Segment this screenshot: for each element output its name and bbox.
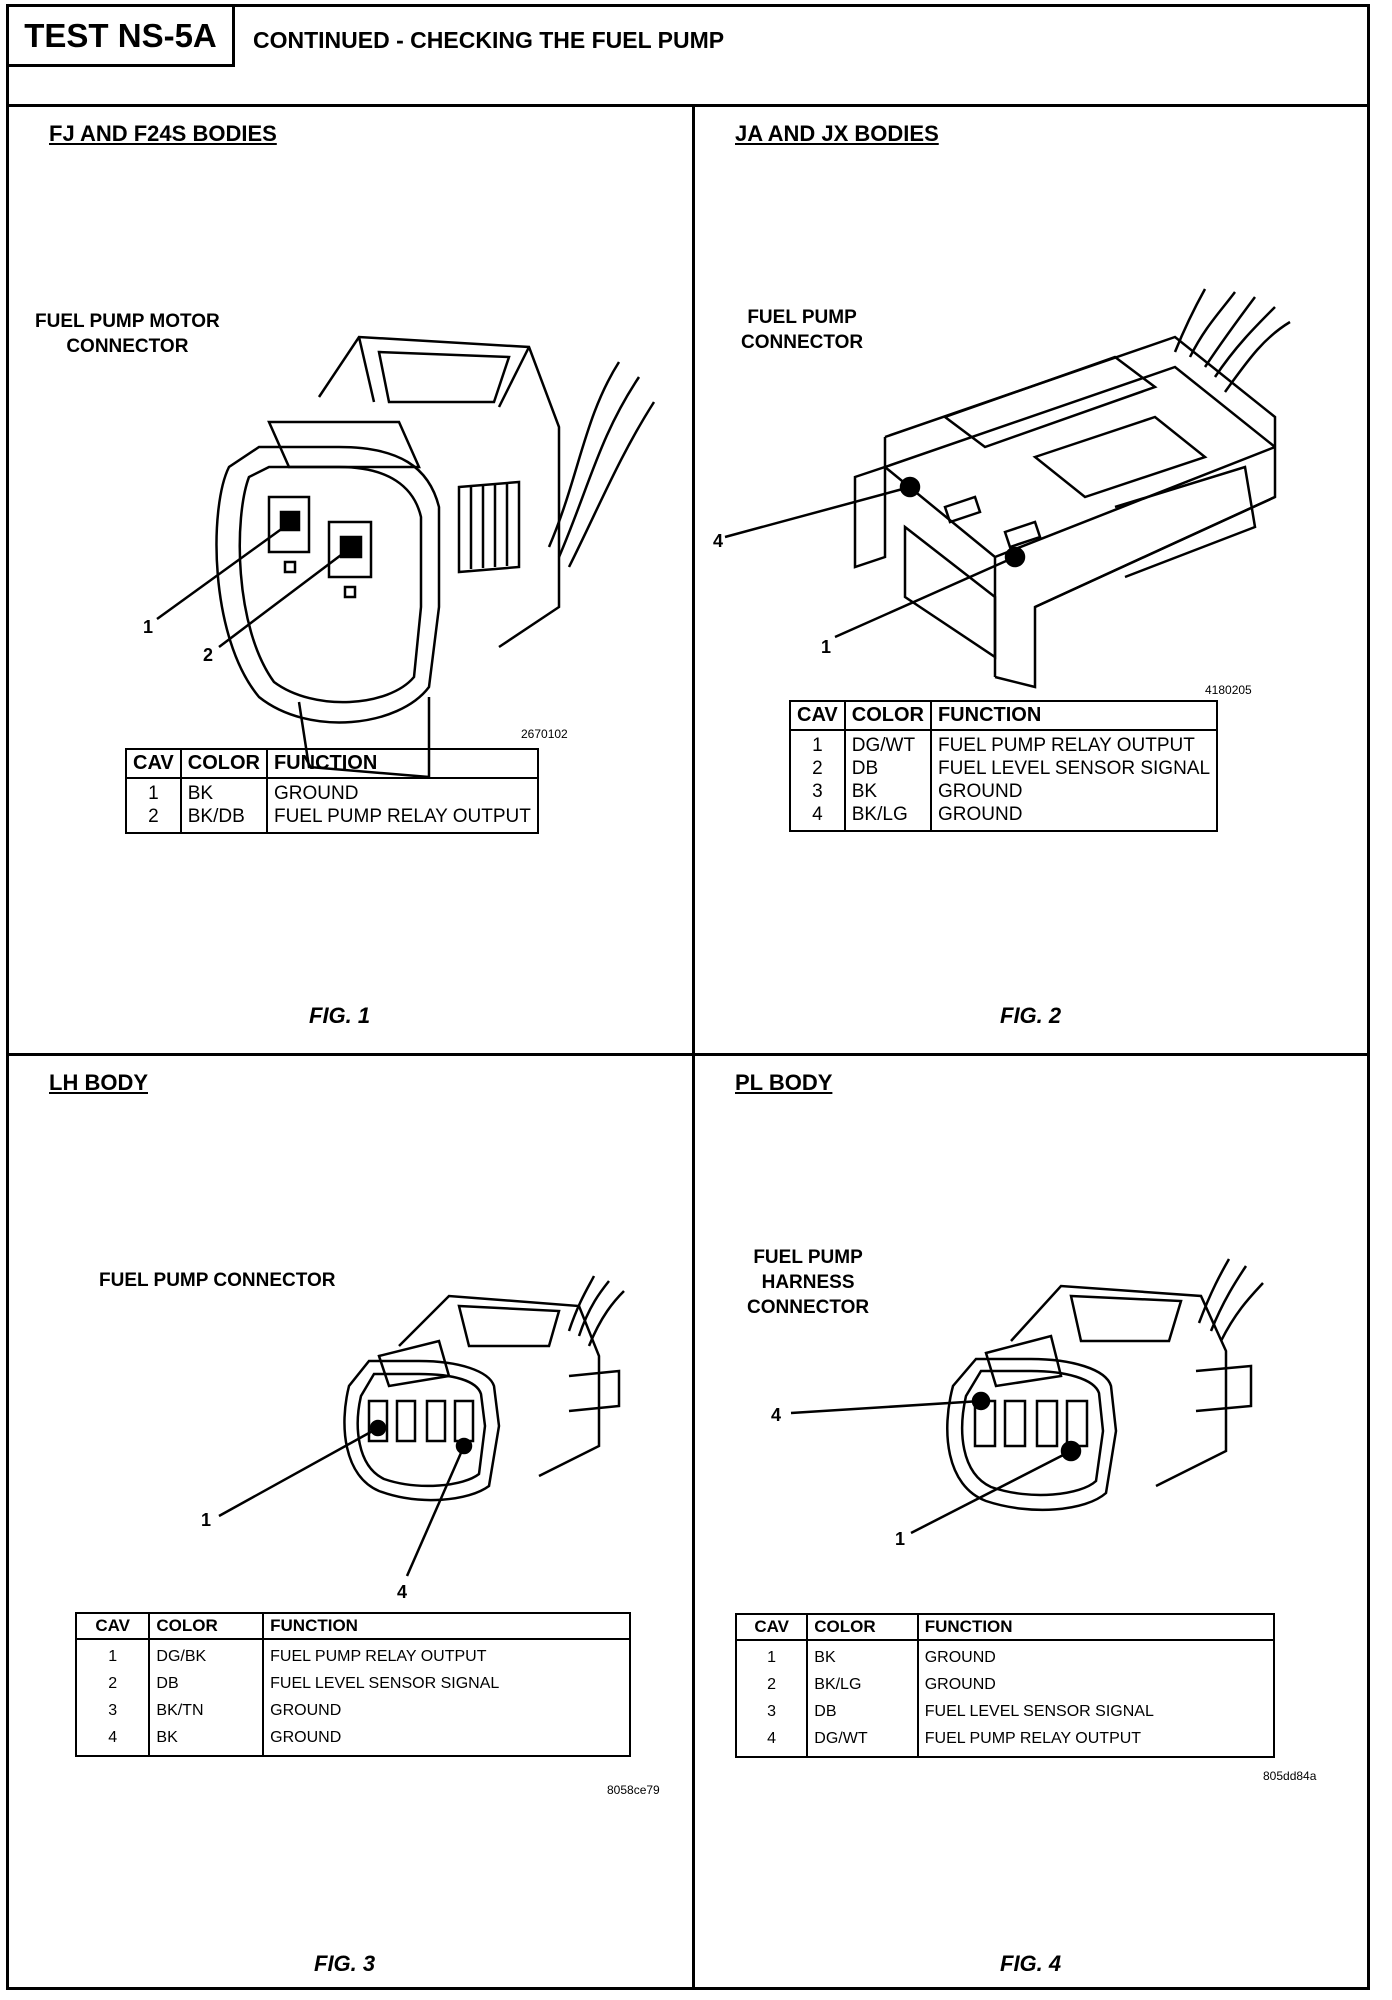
figure-caption: FIG. 3 bbox=[314, 1951, 376, 1976]
table-row: 2 DB FUEL LEVEL SENSOR SIGNAL bbox=[789, 757, 1219, 780]
connector-label: FUEL PUMP MOTOR CONNECTOR bbox=[35, 311, 220, 357]
table-row: 4 BK GROUND bbox=[74, 1724, 631, 1756]
callout-1: 1 bbox=[895, 1529, 905, 1549]
panel-title: FJ AND F24S BODIES bbox=[49, 121, 277, 146]
table-row: 2 BK/DB FUEL PUMP RELAY OUTPUT bbox=[125, 805, 539, 833]
panel-fig-1: FJ AND F24S BODIES FUEL PUMP MOTOR CONNE… bbox=[9, 107, 692, 1053]
table-row: 3 BK/TN GROUND bbox=[74, 1697, 631, 1724]
connector-drawing: 1 4 bbox=[201, 1276, 659, 1602]
callout-4: 4 bbox=[771, 1405, 781, 1425]
figure-caption: FIG. 2 bbox=[1000, 1003, 1062, 1028]
table-row: 2 DB FUEL LEVEL SENSOR SIGNAL bbox=[74, 1670, 631, 1697]
callout-4: 4 bbox=[397, 1582, 407, 1602]
panel-title: PL BODY bbox=[735, 1070, 833, 1095]
pinout-table: CAV COLOR FUNCTION 1 BK GROUND 2 BK/DB F… bbox=[125, 748, 539, 834]
test-title: CONTINUED - CHECKING THE FUEL PUMP bbox=[253, 27, 725, 53]
figure-caption: FIG. 1 bbox=[309, 1003, 371, 1028]
connector-label: FUEL PUMP CONNECTOR bbox=[99, 1270, 336, 1291]
test-id: TEST NS-5A bbox=[9, 7, 235, 67]
pinout-table: CAV COLOR FUNCTION 1 BK GROUND 2 BK/LG G… bbox=[734, 1613, 1276, 1758]
panel-fig-2: JA AND JX BODIES FUEL PUMP CONNECTOR bbox=[695, 107, 1367, 1053]
pinout-table: CAV COLOR FUNCTION 1 DG/WT FUEL PUMP REL… bbox=[789, 700, 1219, 832]
table-row: 1 BK GROUND bbox=[125, 778, 539, 805]
table-row: 3 BK GROUND bbox=[789, 780, 1219, 803]
connector-label: FUEL PUMP CONNECTOR bbox=[741, 307, 864, 353]
callout-1: 1 bbox=[821, 637, 831, 657]
table-row: 4 BK/LG GROUND bbox=[789, 803, 1219, 831]
figure-ref: 8058ce79 bbox=[607, 1783, 660, 1797]
table-row: 1 DG/BK FUEL PUMP RELAY OUTPUT bbox=[74, 1639, 631, 1670]
table-row: 3 DB FUEL LEVEL SENSOR SIGNAL bbox=[734, 1698, 1276, 1725]
callout-2: 2 bbox=[203, 645, 213, 665]
table-row: 1 DG/WT FUEL PUMP RELAY OUTPUT bbox=[789, 730, 1219, 757]
callout-1: 1 bbox=[201, 1510, 211, 1530]
figure-ref: 2670102 bbox=[521, 727, 568, 741]
vertical-divider bbox=[692, 104, 695, 1987]
connector-drawing: 4 1 bbox=[713, 297, 1315, 727]
connector-label: FUEL PUMP HARNESS CONNECTOR bbox=[747, 1247, 870, 1318]
page-frame: TEST NS-5A CONTINUED - CHECKING THE FUEL… bbox=[6, 4, 1370, 1990]
callout-1: 1 bbox=[143, 617, 153, 637]
figure-ref: 805dd84a bbox=[1263, 1769, 1317, 1783]
horizontal-divider bbox=[9, 1053, 1367, 1056]
pinout-table: CAV COLOR FUNCTION 1 DG/BK FUEL PUMP REL… bbox=[74, 1612, 631, 1757]
panel-fig-3: LH BODY FUEL PUMP CONNECTOR bbox=[9, 1056, 692, 1987]
header: TEST NS-5A CONTINUED - CHECKING THE FUEL… bbox=[9, 7, 1367, 107]
panel-title: JA AND JX BODIES bbox=[735, 121, 939, 146]
table-row: 2 BK/LG GROUND bbox=[734, 1671, 1276, 1698]
panel-fig-4: PL BODY FUEL PUMP HARNESS CONNECTOR bbox=[695, 1056, 1367, 1987]
panel-title: LH BODY bbox=[49, 1070, 148, 1095]
figure-ref: 4180205 bbox=[1205, 683, 1252, 697]
figure-caption: FIG. 4 bbox=[1000, 1951, 1062, 1976]
table-row: 1 BK GROUND bbox=[734, 1640, 1276, 1671]
callout-4: 4 bbox=[713, 531, 723, 551]
connector-drawing: 4 1 bbox=[771, 1261, 1291, 1549]
connector-drawing: 1 2 bbox=[143, 307, 619, 727]
table-row: 4 DG/WT FUEL PUMP RELAY OUTPUT bbox=[734, 1725, 1276, 1757]
